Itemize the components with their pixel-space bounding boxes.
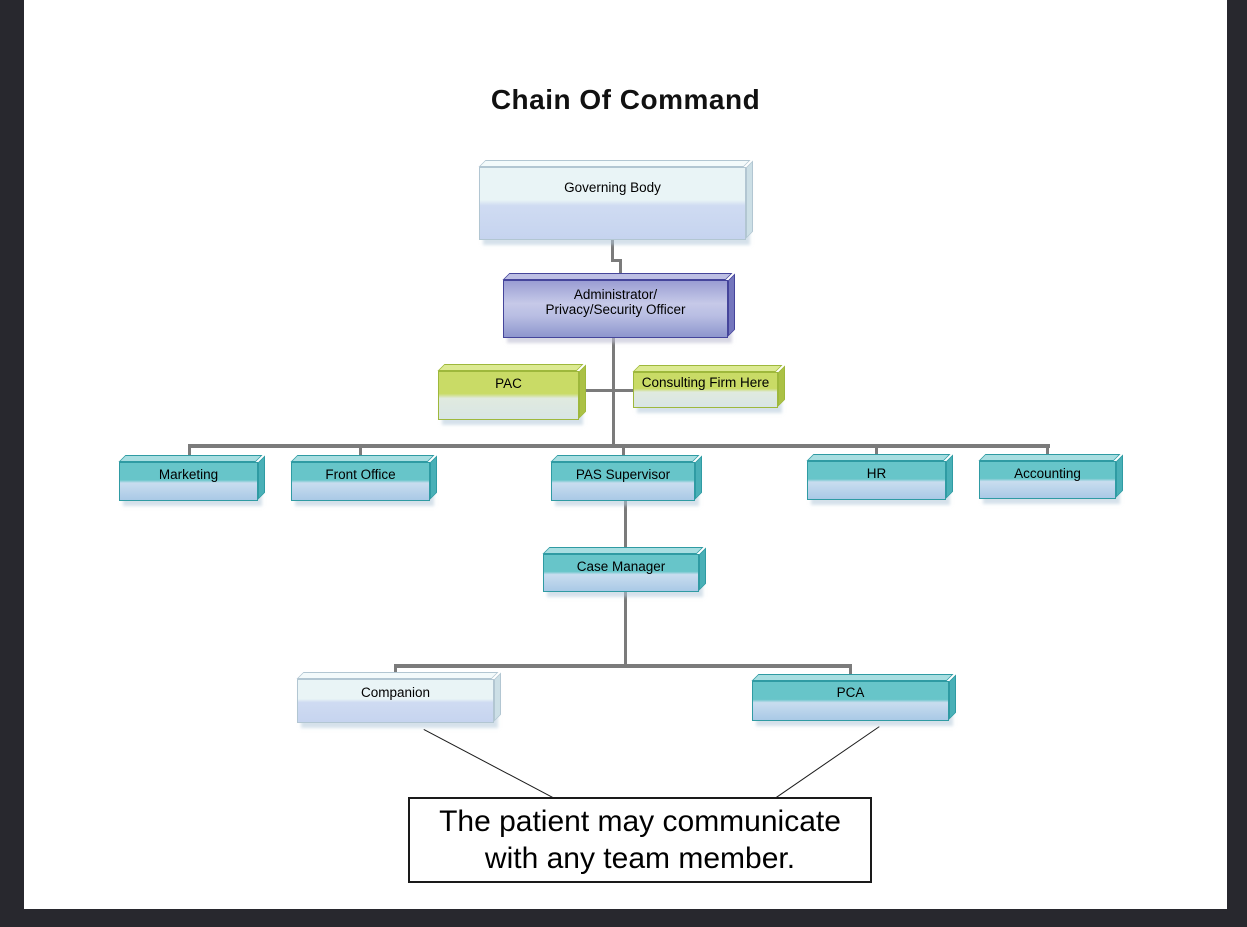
org-node-front-office: Front Office xyxy=(291,462,430,501)
connector-line xyxy=(612,337,615,447)
viewer-frame-right xyxy=(1227,0,1247,927)
connector-line xyxy=(611,259,622,262)
org-node-administrator: Administrator/ Privacy/Security Officer xyxy=(503,280,728,338)
callout-line-companion xyxy=(423,729,554,798)
node-label: HR xyxy=(866,466,887,481)
callout-line-pca xyxy=(776,726,880,798)
org-node-marketing: Marketing xyxy=(119,462,258,501)
note-box: The patient may communicate with any tea… xyxy=(408,797,872,883)
viewer-frame-left xyxy=(0,0,24,927)
connector-line xyxy=(611,240,614,262)
org-node-accounting: Accounting xyxy=(979,461,1116,499)
org-node-pas-supervisor: PAS Supervisor xyxy=(551,462,695,501)
node-label: Governing Body xyxy=(564,180,661,195)
org-node-hr: HR xyxy=(807,461,946,500)
connector-line xyxy=(624,591,627,667)
node-label: Administrator/ Privacy/Security Officer xyxy=(545,287,686,317)
node-label: Front Office xyxy=(325,467,396,482)
diagram-title: Chain Of Command xyxy=(490,84,761,115)
note-text: The patient may communicate with any tea… xyxy=(439,805,841,875)
connector-line xyxy=(394,664,852,668)
connector-line xyxy=(188,444,1050,448)
node-label: PAC xyxy=(495,376,522,391)
node-label: Consulting Firm Here xyxy=(641,375,770,390)
org-node-case-manager: Case Manager xyxy=(543,554,699,592)
connector-line xyxy=(624,500,627,555)
org-node-pac: PAC xyxy=(438,371,579,420)
org-node-pca: PCA xyxy=(752,681,949,721)
connector-line xyxy=(580,389,612,392)
viewer-frame-bottom xyxy=(0,909,1247,927)
node-label: Accounting xyxy=(1014,466,1081,481)
node-label: Marketing xyxy=(158,467,219,482)
node-label: Companion xyxy=(360,685,431,700)
node-label: PCA xyxy=(836,685,865,700)
connector-line xyxy=(619,259,622,281)
org-node-governing-body: Governing Body xyxy=(479,167,746,240)
node-label: PAS Supervisor xyxy=(575,467,671,482)
org-node-companion: Companion xyxy=(297,679,494,723)
connector-line xyxy=(615,389,634,392)
node-label: Case Manager xyxy=(576,559,666,574)
org-node-consulting-firm: Consulting Firm Here xyxy=(633,372,778,408)
